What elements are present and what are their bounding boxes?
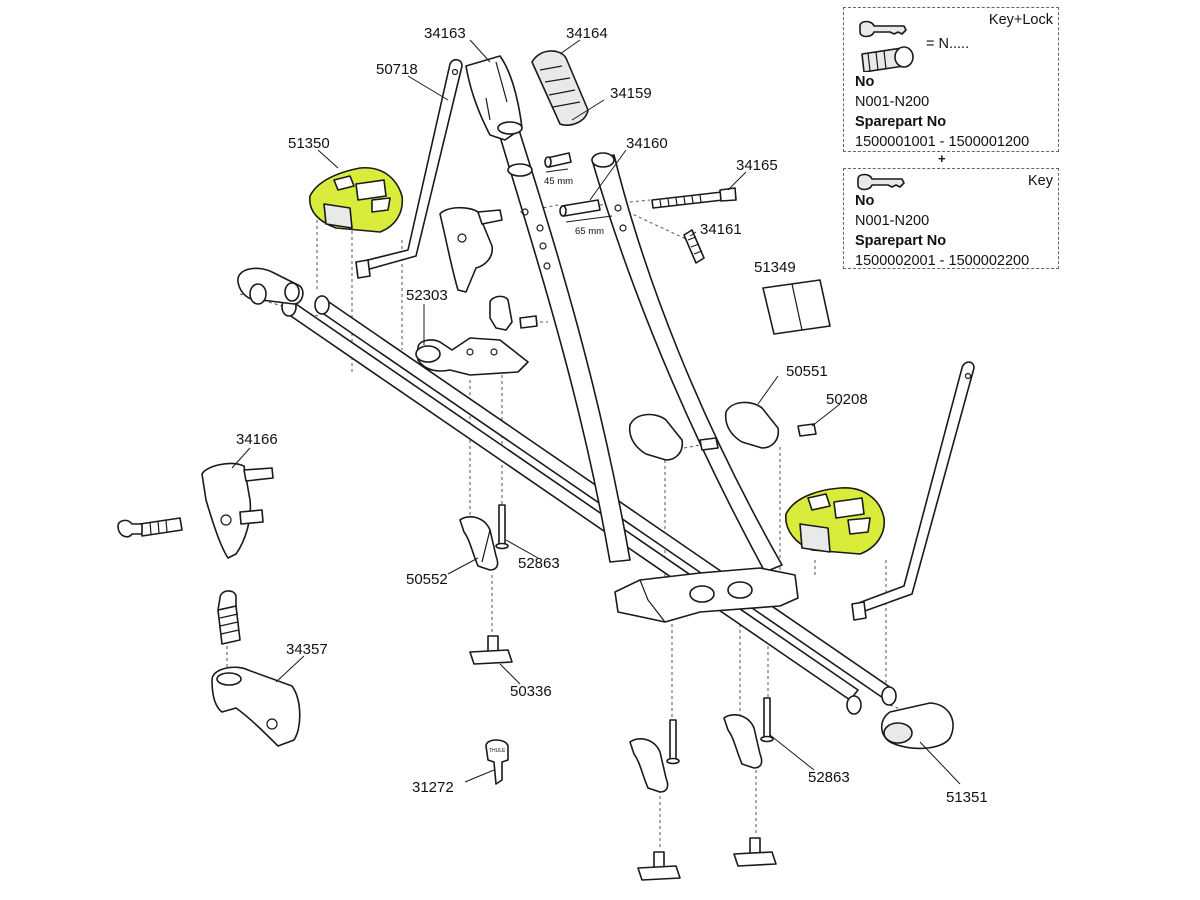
- label-50552: 50552: [406, 571, 448, 588]
- lock-equals-text: = N.....: [926, 36, 970, 52]
- label-50208: 50208: [826, 391, 868, 408]
- label-34160: 34160: [626, 135, 668, 152]
- key-lock-no-label: No: [855, 74, 875, 90]
- screw-lower-2: [760, 697, 774, 743]
- dimension-65mm: 65 mm: [575, 226, 604, 237]
- label-51350: 51350: [288, 135, 330, 152]
- label-50718: 50718: [376, 61, 418, 78]
- part-labels: 34163 34164 50718 34159 34160 34165 5135…: [236, 25, 988, 806]
- leader-lines: [231, 39, 961, 785]
- key-info-box: Key No N001-N200 Sparepart No 1500002001…: [843, 168, 1059, 269]
- key-sparepart-label: Sparepart No: [855, 233, 947, 249]
- screw-lower-1: [666, 719, 680, 765]
- key-lock-sparepart-value: 1500001001 - 1500001200: [855, 134, 1030, 150]
- part-34161-bolt: [683, 229, 705, 264]
- part-51349-sticker-sheet: [762, 279, 831, 335]
- part-34164-rubber-grip: [531, 50, 589, 126]
- part-50336-t-bolt: [469, 635, 513, 665]
- label-34161: 34161: [700, 221, 742, 238]
- part-50551-pads: [628, 401, 817, 461]
- part-31272-key: THULE: [485, 739, 509, 785]
- part-34160-long-pin: 65 mm: [559, 199, 613, 237]
- label-34166: 34166: [236, 431, 278, 448]
- part-34165-threaded-rod: [651, 187, 737, 209]
- key-no-value: N001-N200: [855, 213, 930, 229]
- label-34164: 34164: [566, 25, 608, 42]
- key-and-lock-icon: [859, 20, 914, 72]
- key-sparepart-value: 1500002001 - 1500002200: [855, 253, 1030, 269]
- part-52303-clip: [489, 295, 538, 331]
- label-34165: 34165: [736, 157, 778, 174]
- strap-hook-lower-1: [629, 738, 669, 793]
- plus-sign: +: [938, 151, 946, 166]
- label-50336: 50336: [510, 683, 552, 700]
- label-34163: 34163: [424, 25, 466, 42]
- dimension-45mm: 45 mm: [544, 176, 573, 187]
- saddle-plate: [415, 337, 529, 376]
- key-brand-text: THULE: [489, 748, 506, 754]
- part-34159-pin: 45 mm: [544, 152, 573, 187]
- label-51351: 51351: [946, 789, 988, 806]
- label-51349: 51349: [754, 259, 796, 276]
- wheel-arm-right: [851, 361, 975, 621]
- label-34159: 34159: [610, 85, 652, 102]
- frame-arms: [497, 129, 799, 623]
- strap-hook-lower-2: [723, 714, 763, 769]
- label-34357: 34357: [286, 641, 328, 658]
- part-34166-lock-housing: [117, 462, 274, 559]
- key-lock-no-value: N001-N200: [855, 94, 930, 110]
- part-52863-screw: [495, 504, 509, 550]
- key-lock-sparepart-label: Sparepart No: [855, 114, 947, 130]
- key-lock-info-box: Key+Lock = N..... No N001-N200 Sparepart…: [843, 7, 1059, 152]
- part-50718-wheel-arm-left: [355, 58, 463, 279]
- key-no-label: No: [855, 193, 875, 209]
- label-31272: 31272: [412, 779, 454, 796]
- wheel-holder-right: [785, 487, 885, 555]
- part-51350-wheel-holder-left: [309, 167, 404, 233]
- part-34357-bracket: [211, 590, 301, 747]
- label-50551: 50551: [786, 363, 828, 380]
- pivot-bracket: [439, 206, 503, 293]
- part-50552-strap-hook: [459, 516, 499, 571]
- key-corner-label: Key: [1028, 173, 1053, 189]
- label-52863-upper: 52863: [518, 555, 560, 572]
- key-lock-corner-label: Key+Lock: [988, 12, 1053, 28]
- part-34163-clamp-top: [465, 55, 523, 141]
- key-icon: [857, 173, 905, 191]
- t-bolt-lower-1: [637, 851, 681, 881]
- label-52863-lower: 52863: [808, 769, 850, 786]
- t-bolt-lower-2: [733, 837, 777, 867]
- label-52303: 52303: [406, 287, 448, 304]
